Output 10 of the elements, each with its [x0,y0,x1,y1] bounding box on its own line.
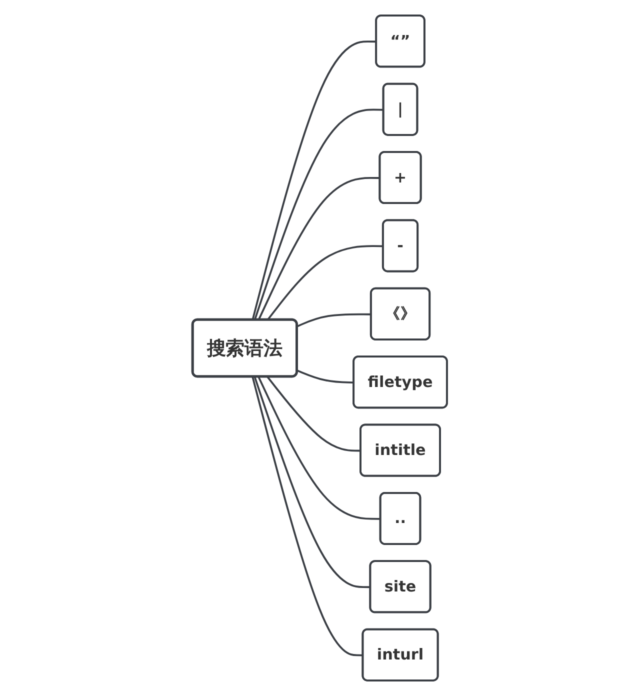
connector [254,108,384,320]
connector [252,376,364,656]
connector [258,376,382,520]
connector [254,376,371,588]
connector [252,40,377,320]
connector [258,176,380,320]
connector [297,312,372,327]
connector [266,376,362,452]
connector [266,244,384,320]
connector [297,369,354,383]
